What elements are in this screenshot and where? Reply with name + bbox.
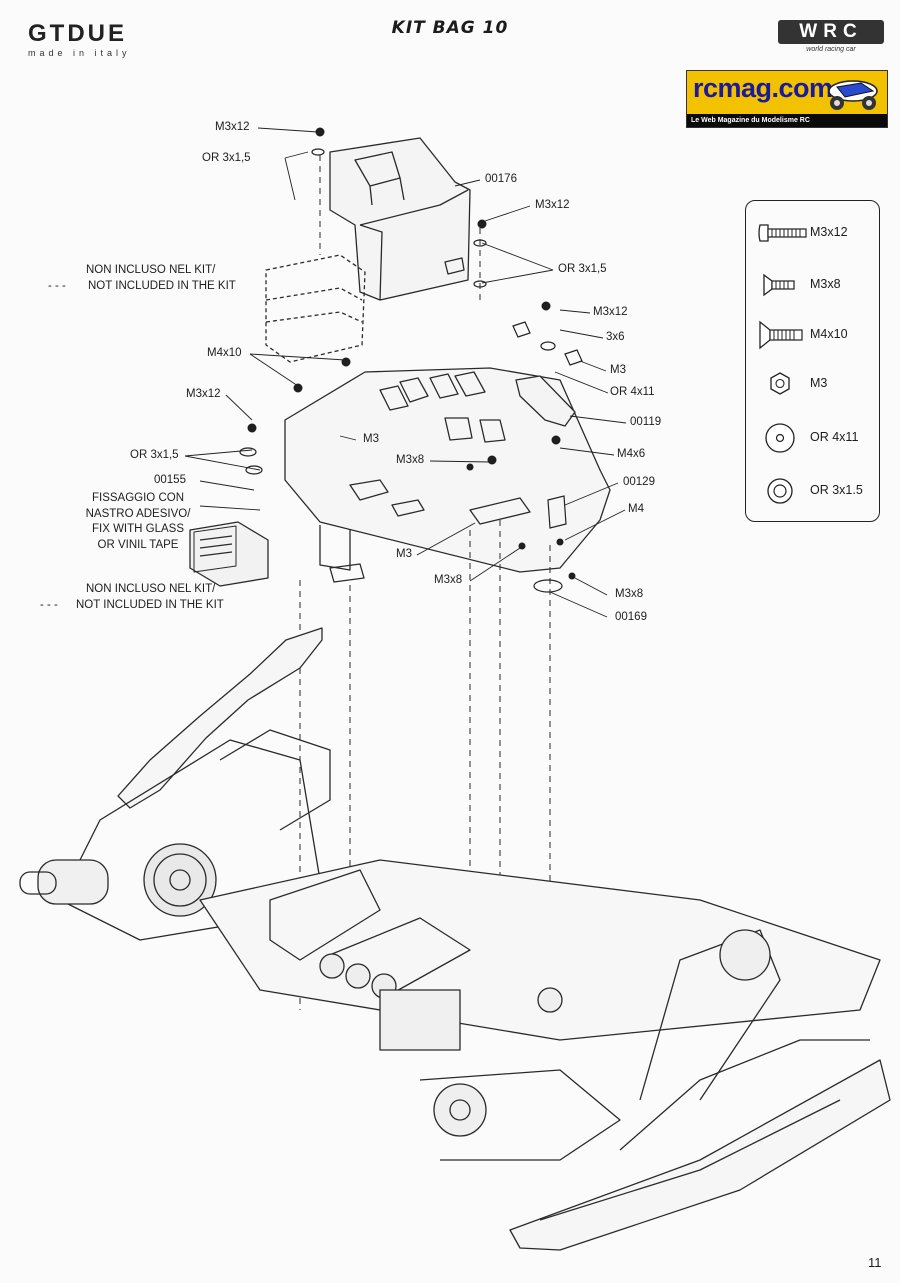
legend-row-or-4x11: OR 4x11 bbox=[746, 418, 879, 458]
fix-en-line-2: OR VINIL TAPE bbox=[97, 538, 179, 551]
brand-left-wordmark: GTDUE bbox=[28, 20, 127, 47]
fix-en-line-1: FIX WITH GLASS bbox=[91, 523, 184, 535]
label-m3-c: M3 bbox=[396, 548, 412, 560]
o-ring-large-icon bbox=[765, 423, 795, 453]
countersunk-screw-short-icon bbox=[763, 273, 795, 297]
label-not-included-en-1: NOT INCLUDED IN THE KIT bbox=[88, 280, 236, 292]
rear-shock-tower-drawing bbox=[117, 627, 323, 809]
legend-label-or-3x15: OR 3x1.5 bbox=[810, 483, 863, 497]
label-part-00169: 00169 bbox=[615, 611, 647, 623]
fix-it-line-2: NASTRO ADESIVO/ bbox=[85, 507, 191, 520]
label-part-00155: 00155 bbox=[154, 474, 186, 486]
label-m4x10: M4x10 bbox=[207, 347, 242, 359]
rc-car-icon bbox=[828, 80, 878, 110]
label-or-3x15-top: OR 3x1,5 bbox=[202, 152, 251, 164]
brand-logo-left: GTDUE made in italy bbox=[28, 20, 178, 59]
countersunk-screw-long-icon bbox=[759, 320, 803, 350]
button-head-screw-icon bbox=[758, 224, 807, 242]
label-part-00129: 00129 bbox=[623, 476, 655, 488]
brand-right-tagline: world racing car bbox=[806, 46, 856, 53]
rcmag-badge[interactable]: rcmag.com Le Web Magazine du Modelisme R… bbox=[686, 70, 888, 128]
hardware-legend: M3x12 M3x8 M4x10 M3 OR 4x11 bbox=[745, 200, 880, 522]
steering-arm-drawing bbox=[515, 375, 576, 427]
fix-it-line-1: FISSAGGIO CON bbox=[91, 492, 184, 504]
legend-label-m3x8: M3x8 bbox=[810, 277, 841, 291]
label-not-included-dash-2: - - - bbox=[40, 599, 58, 611]
brand-right-wordmark: WRC bbox=[778, 20, 884, 44]
label-m3x8-a: M3x8 bbox=[396, 454, 425, 466]
label-m3-b: M3 bbox=[363, 433, 379, 445]
badge-name: rcmag.com bbox=[693, 73, 833, 103]
legend-row-m4x10: M4x10 bbox=[746, 315, 879, 355]
badge-tagline: Le Web Magazine du Modelisme RC bbox=[687, 114, 887, 127]
label-m3x12-left: M3x12 bbox=[186, 388, 221, 400]
label-or-3x15-right: OR 3x1,5 bbox=[558, 263, 607, 275]
brand-left-tagline: made in italy bbox=[28, 48, 131, 58]
chassis-plate-drawing bbox=[199, 859, 881, 1041]
label-m3x12-mid: M3x12 bbox=[593, 306, 628, 318]
receiver-box-drawing bbox=[189, 521, 269, 587]
label-not-included-it-2: NON INCLUSO NEL KIT/ bbox=[86, 583, 216, 595]
legend-row-m3-nut: M3 bbox=[746, 364, 879, 404]
label-m4x6: M4x6 bbox=[617, 448, 646, 460]
battery-pack-drawing bbox=[319, 917, 471, 1051]
servo-receiver-stack-drawing bbox=[265, 254, 366, 363]
label-part-00119: 00119 bbox=[630, 416, 662, 428]
legend-label-or-4x11: OR 4x11 bbox=[810, 430, 859, 444]
label-or-4x11: OR 4x11 bbox=[610, 386, 655, 398]
fix-with-tape-note: FISSAGGIO CON NASTRO ADESIVO/ FIX WITH G… bbox=[76, 491, 200, 553]
legend-row-m3x12: M3x12 bbox=[746, 213, 879, 253]
legend-label-m4x10: M4x10 bbox=[810, 327, 848, 341]
label-m3x12-right: M3x12 bbox=[535, 199, 570, 211]
rear-gearbox-drawing bbox=[19, 729, 331, 941]
label-not-included-it-1: NON INCLUSO NEL KIT/ bbox=[86, 264, 216, 276]
label-m4: M4 bbox=[628, 503, 644, 515]
brand-logo-right: WRC world racing car bbox=[778, 20, 884, 58]
legend-label-m3: M3 bbox=[810, 376, 828, 390]
label-part-00176: 00176 bbox=[485, 173, 517, 185]
front-bumper-drawing bbox=[419, 929, 891, 1251]
label-3x6: 3x6 bbox=[606, 331, 625, 343]
legend-label-m3x12: M3x12 bbox=[810, 225, 848, 239]
label-m3x8-c: M3x8 bbox=[615, 588, 644, 600]
top-plate-drawing bbox=[284, 367, 611, 573]
label-m3x12-top: M3x12 bbox=[215, 121, 250, 133]
label-or-3x15-left: OR 3x1,5 bbox=[130, 449, 179, 461]
page-title: KIT BAG 10 bbox=[391, 18, 509, 38]
label-not-included-en-2: NOT INCLUDED IN THE KIT bbox=[76, 599, 224, 611]
o-ring-small-icon bbox=[767, 478, 793, 504]
label-not-included-dash-1: - - - bbox=[48, 280, 66, 292]
page-number: 11 bbox=[868, 1255, 882, 1270]
label-m3-a: M3 bbox=[610, 364, 626, 376]
fuel-tank-drawing bbox=[329, 137, 471, 301]
legend-row-m3x8: M3x8 bbox=[746, 265, 879, 305]
legend-row-or-3x15: OR 3x1.5 bbox=[746, 471, 879, 511]
hex-nut-icon bbox=[770, 372, 790, 395]
label-m3x8-b: M3x8 bbox=[434, 574, 463, 586]
